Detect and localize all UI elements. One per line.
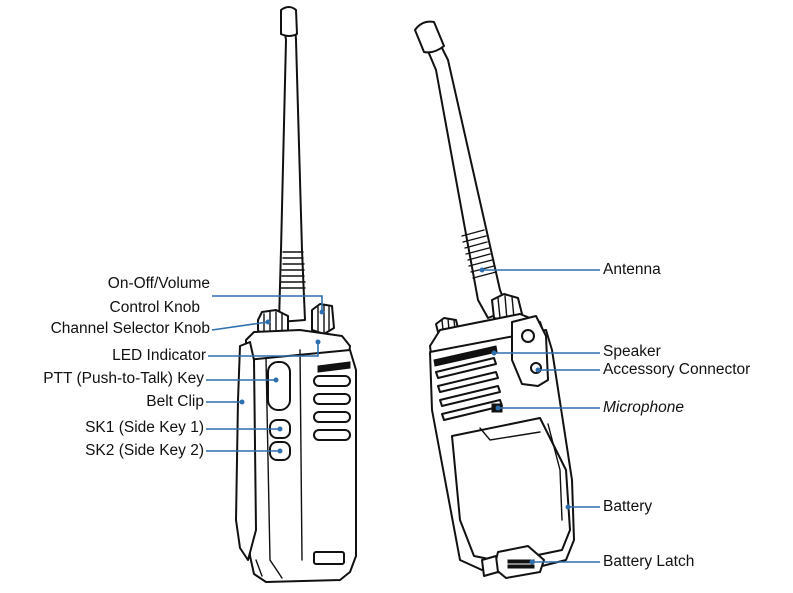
leader-led	[208, 342, 319, 357]
left-volume-knob	[311, 303, 335, 335]
leader-channel-selector	[211, 321, 269, 331]
right-battery	[451, 417, 571, 563]
right-speaker-slots	[435, 357, 503, 421]
left-grille	[313, 375, 351, 441]
label-on-off-volume-line2: Control Knob	[109, 299, 200, 316]
label-battery-latch: Battery Latch	[603, 553, 695, 570]
right-antenna-ribs	[461, 229, 497, 279]
label-accessory-connector: Accessory Connector	[603, 361, 751, 378]
label-on-off-volume-line1: On-Off/Volume	[107, 275, 210, 292]
right-radio	[414, 20, 575, 579]
right-antenna-tip	[414, 20, 445, 54]
label-speaker: Speaker	[603, 343, 661, 360]
label-sk1: SK1 (Side Key 1)	[85, 419, 204, 436]
label-ptt-key: PTT (Push-to-Talk) Key	[43, 370, 204, 387]
label-microphone: Microphone	[603, 399, 684, 416]
label-battery: Battery	[603, 498, 653, 515]
label-sk2: SK2 (Side Key 2)	[85, 442, 204, 459]
leader-on-off-volume	[212, 295, 323, 312]
left-ptt-key	[267, 361, 291, 411]
label-belt-clip: Belt Clip	[146, 393, 204, 410]
label-led-indicator: LED Indicator	[112, 347, 206, 364]
label-antenna: Antenna	[603, 261, 661, 278]
left-antenna	[278, 9, 306, 323]
left-radio	[235, 6, 357, 583]
right-accessory-panel	[511, 315, 549, 387]
right-antenna	[419, 27, 509, 319]
left-antenna-tip	[280, 6, 298, 37]
label-channel-selector: Channel Selector Knob	[50, 320, 210, 337]
leader-lines	[206, 267, 600, 565]
left-antenna-ribs	[280, 251, 306, 289]
